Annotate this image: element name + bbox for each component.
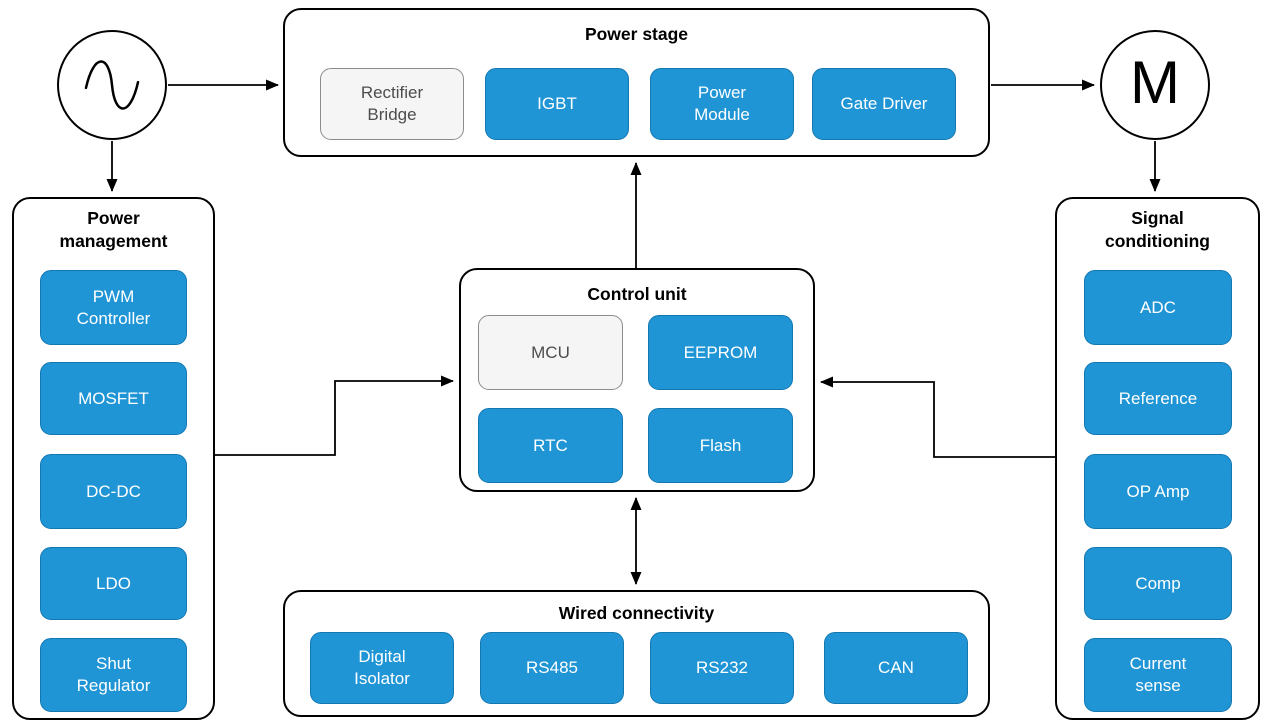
node-digital-isolator: Digital Isolator — [310, 632, 454, 704]
node-op-amp: OP Amp — [1084, 454, 1232, 529]
node-rectifier-bridge: Rectifier Bridge — [320, 68, 464, 140]
group-signal-conditioning: Signal conditioning ADC Reference OP Amp… — [1055, 197, 1260, 720]
group-wired-connectivity: Wired connectivity Digital Isolator RS48… — [283, 590, 990, 717]
node-ldo: LDO — [40, 547, 187, 620]
node-rs232: RS232 — [650, 632, 794, 704]
ac-sine-icon — [84, 60, 140, 110]
node-dc-dc: DC-DC — [40, 454, 187, 529]
node-mcu: MCU — [478, 315, 623, 390]
group-title-power-management: Power management — [59, 208, 168, 251]
node-reference: Reference — [1084, 362, 1232, 435]
node-can: CAN — [824, 632, 968, 704]
node-flash: Flash — [648, 408, 793, 483]
edge-powermanagement-to-controlunit — [215, 375, 454, 456]
node-comp: Comp — [1084, 547, 1232, 620]
group-title-power-stage: Power stage — [584, 24, 689, 44]
node-eeprom: EEPROM — [648, 315, 793, 390]
motor-symbol: M — [1100, 30, 1210, 140]
node-mosfet: MOSFET — [40, 362, 187, 435]
group-power-stage: Power stage Rectifier Bridge IGBT Power … — [283, 8, 990, 157]
node-pwm-controller: PWM Controller — [40, 270, 187, 345]
edge-signalconditioning-to-controlunit — [820, 376, 1055, 458]
motor-letter: M — [1130, 49, 1180, 116]
node-adc: ADC — [1084, 270, 1232, 345]
node-power-module: Power Module — [650, 68, 794, 140]
group-title-signal-conditioning: Signal conditioning — [1105, 208, 1210, 251]
group-title-wired-connectivity: Wired connectivity — [558, 603, 715, 623]
node-rs485: RS485 — [480, 632, 624, 704]
group-title-control-unit: Control unit — [587, 284, 687, 304]
node-rtc: RTC — [478, 408, 623, 483]
ac-source-symbol — [57, 30, 167, 140]
group-control-unit: Control unit MCU EEPROM RTC Flash — [459, 268, 815, 492]
node-igbt: IGBT — [485, 68, 629, 140]
node-shut-regulator: Shut Regulator — [40, 638, 187, 712]
node-current-sense: Current sense — [1084, 638, 1232, 712]
node-gate-driver: Gate Driver — [812, 68, 956, 140]
group-power-management: Power management PWM Controller MOSFET D… — [12, 197, 215, 720]
